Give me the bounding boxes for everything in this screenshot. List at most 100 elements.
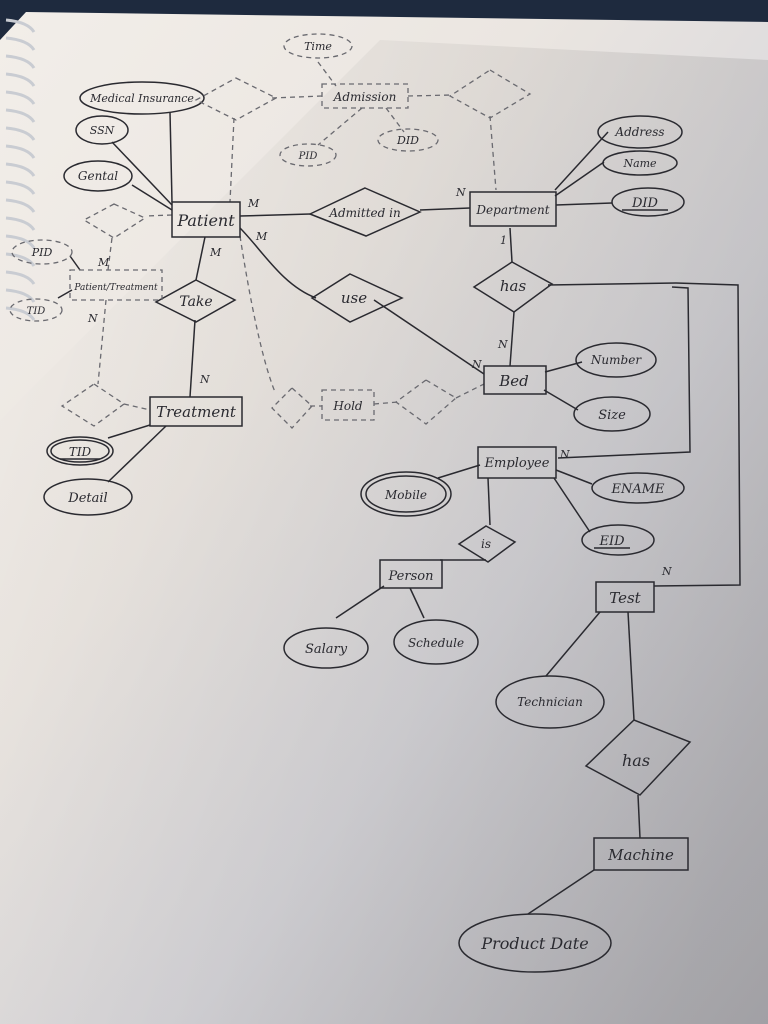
rel-is [457,525,517,563]
attr-technician [495,675,605,729]
assoc-diamond-pt-top [82,203,147,239]
label-detail: Detail [67,491,107,506]
label-mobile: Mobile [384,488,427,502]
shapes [43,81,692,973]
attr-eid [581,524,655,556]
card-bed-has: N [497,338,508,351]
dashed-shapes [9,33,532,429]
label-has-test-machine: has [622,751,650,770]
labels: Patient Department Bed Treatment Employe… [27,40,674,953]
key-underlines [60,209,668,549]
rel-admitted-in [308,187,422,237]
attr-size [573,396,651,432]
label-is: is [481,537,491,551]
entity-patient [171,201,241,238]
paper-shadow [0,40,768,1024]
label-take: Take [179,294,212,310]
label-test: Test [609,589,641,607]
label-bed: Bed [498,372,529,390]
attr-address [597,115,683,149]
attr-did [611,187,685,217]
rel-has-test-machine [584,719,692,796]
label-schedule: Schedule [408,636,464,650]
attr-mobile [360,471,452,517]
assoc-diamond-pt-bottom [60,383,126,427]
label-use: use [341,289,367,307]
weak-entity-hold [321,389,375,421]
rel-take [154,279,237,323]
card-pt-patient: M [97,256,110,269]
label-ssn: SSN [90,124,115,137]
label-name: Name [622,157,657,170]
entity-department [469,191,557,227]
label-pid-pt: PID [31,246,53,259]
label-ename: ENAME [610,482,665,497]
attr-number [575,342,657,378]
label-product-date: Product Date [480,934,588,953]
label-gental: Gental [78,169,118,183]
label-employee: Employee [484,456,550,471]
card-patient-take: M [209,246,222,259]
label-hold: Hold [332,399,363,413]
rel-use [310,273,404,323]
label-eid: EID [598,534,625,549]
attr-schedule [393,619,479,665]
assoc-diamond-hold-right [394,379,458,425]
label-department: Department [475,203,549,217]
attr-tid [46,436,114,466]
label-salary: Salary [305,642,348,657]
label-technician: Technician [517,695,583,709]
label-pid-admission: PID [298,151,318,162]
attr-time [283,33,353,59]
label-has-dept-bed: has [500,277,527,295]
attr-gental [63,160,133,192]
attr-ename [591,472,685,504]
label-medical-insurance: Medical Insurance [89,92,194,105]
entity-test [595,581,655,613]
attr-did-admission [377,128,439,152]
attr-tid-pt [9,298,63,322]
label-tid-pt: TID [27,306,46,317]
dashed-connectors [97,61,497,411]
assoc-diamond-hold-left [271,387,313,429]
label-number: Number [590,353,642,367]
card-bed-use: N [471,358,482,371]
label-tid: TID [69,445,92,459]
label-patient-treatment: Patient/Treatment [73,283,158,293]
label-treatment: Treatment [156,403,237,421]
card-patient-admitted: M [247,197,260,210]
card-pt-treatment: N [87,312,98,325]
entity-person [379,559,443,589]
card-dept-has: 1 [500,234,507,247]
label-patient: Patient [176,211,235,230]
rel-has-dept-bed [472,261,554,313]
attr-pid-admission [279,143,337,167]
label-did: DID [631,196,659,211]
entity-machine [593,837,689,871]
card-test: N [661,565,672,578]
attr-name [602,150,678,176]
label-admitted-in: Admitted in [328,206,400,220]
attr-pid-pt [11,239,73,265]
binder-rings [5,18,36,321]
card-patient-use: M [255,230,268,243]
attr-medical-insurance [79,81,205,115]
attr-product-date [458,913,612,973]
label-did-admission: DID [396,134,419,147]
attr-ssn [75,115,129,145]
card-employee: N [559,448,570,461]
label-machine: Machine [607,846,674,864]
label-address: Address [614,125,664,139]
entity-employee [477,446,557,479]
label-person: Person [388,569,434,584]
entity-bed [483,365,547,395]
assoc-diamond-right [448,69,532,119]
solid-connectors [57,111,741,915]
attr-salary [283,627,369,669]
attr-detail [43,478,133,516]
label-admission: Admission [333,90,397,104]
label-size: Size [598,408,626,423]
card-dept-admitted: N [455,186,466,199]
